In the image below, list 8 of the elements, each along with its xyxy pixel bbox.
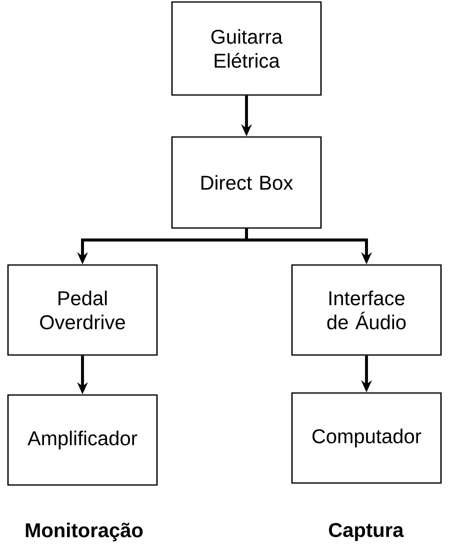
process-box: Pedal Overdrive <box>7 264 158 356</box>
process-box: Guitarra Elétrica <box>171 1 322 96</box>
process-box: Interface de Áudio <box>291 264 442 356</box>
group-label: Captura <box>328 522 404 542</box>
group-label: Monitoração <box>26 522 143 542</box>
process-box: Computador <box>291 392 442 484</box>
process-box: Amplificador <box>7 394 158 486</box>
process-box: Direct Box <box>171 136 322 229</box>
